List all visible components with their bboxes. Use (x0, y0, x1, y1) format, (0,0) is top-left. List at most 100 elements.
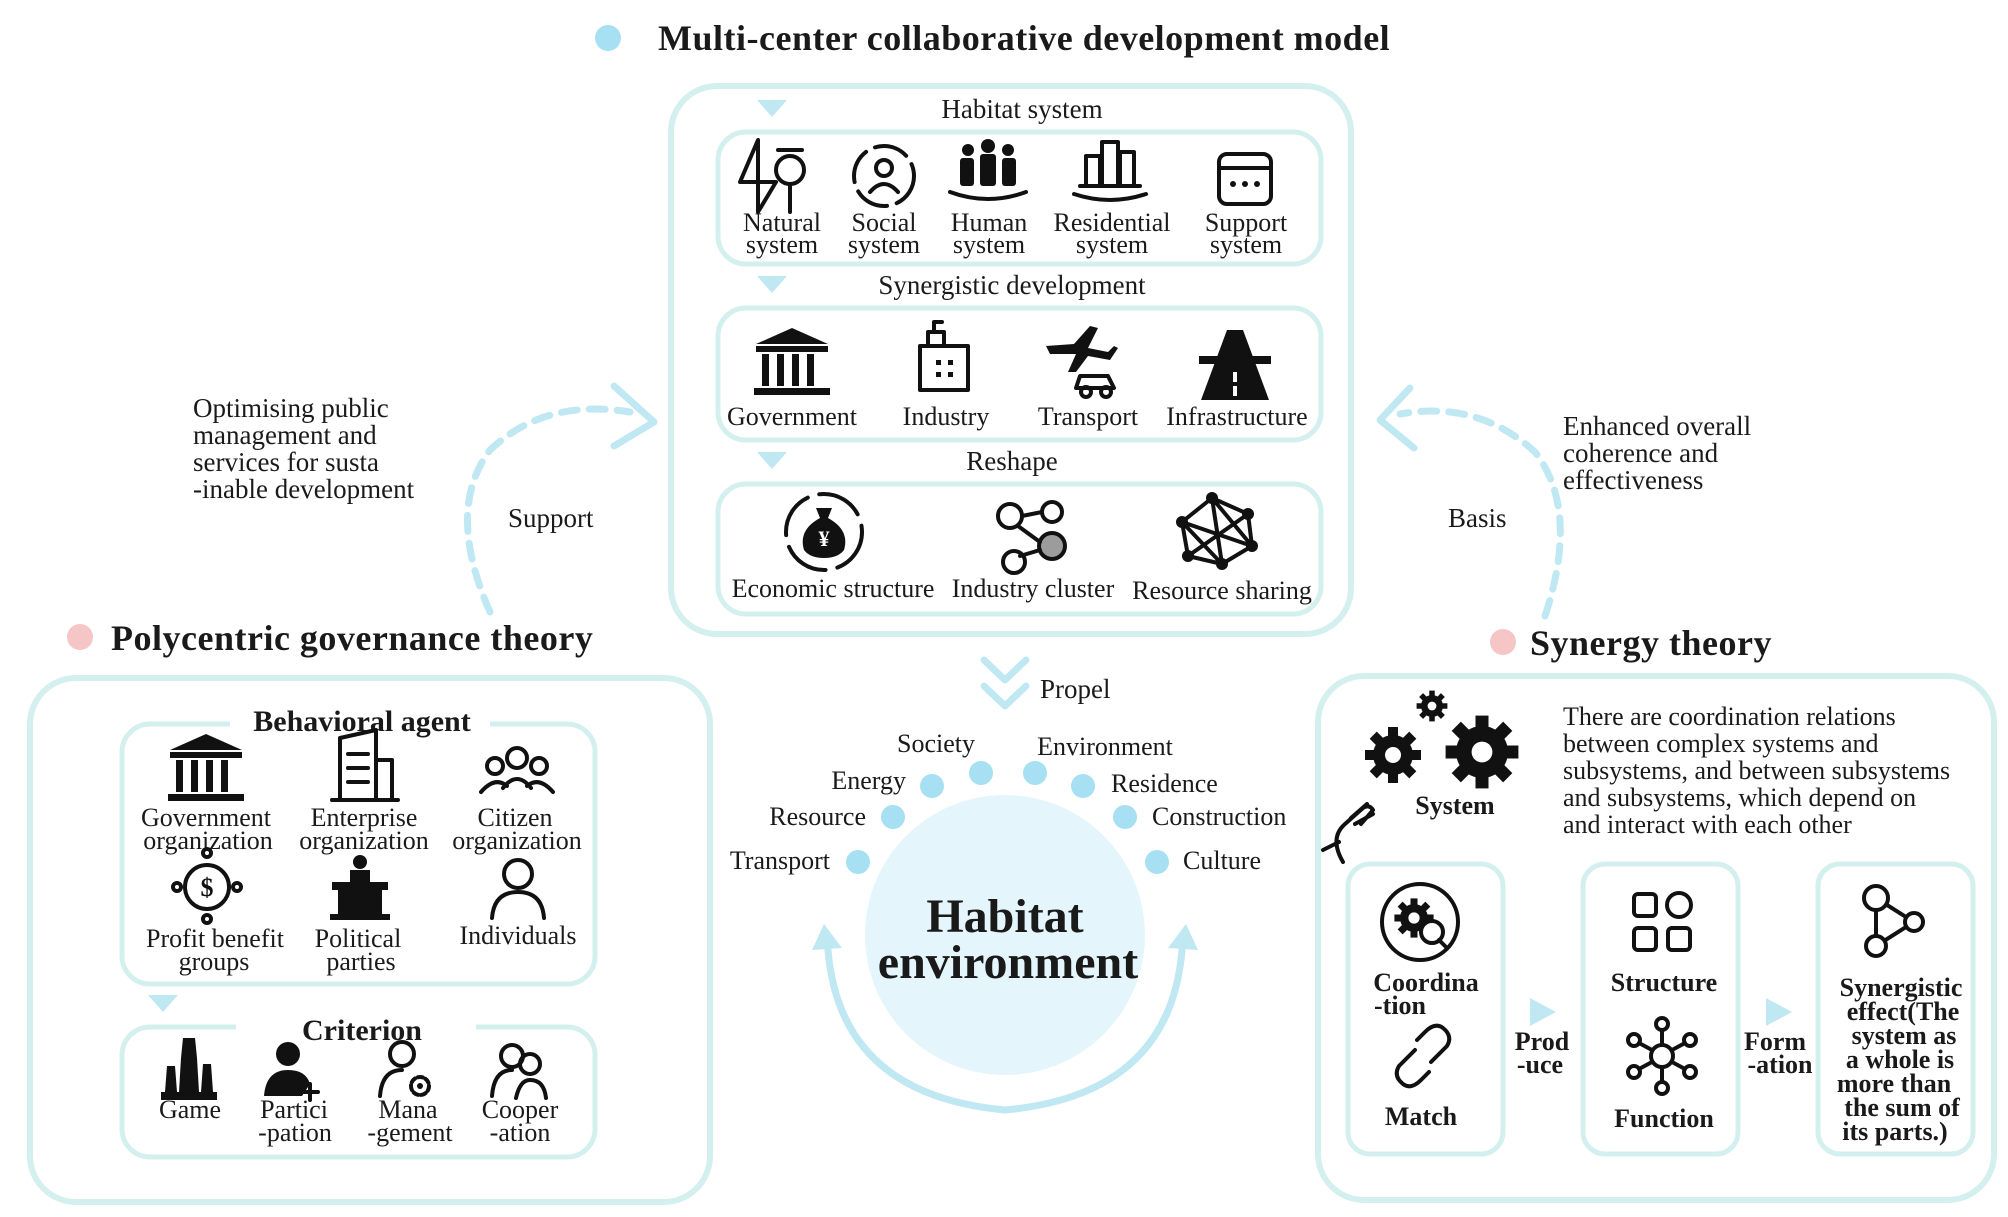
criterion-participation-label: Partici (260, 1095, 328, 1124)
agent-profit-label-2: groups (179, 947, 250, 976)
factor-resource: Resource (769, 802, 866, 831)
left-note-line-3: services for susta (193, 447, 379, 477)
down-arrow-icon (757, 100, 787, 117)
right-note-line-2: coherence and (1563, 438, 1719, 468)
dollar-circle-icon: $ (171, 847, 243, 925)
synergistic-row (715, 305, 1324, 443)
description-line-4: and subsystems, which depend on (1563, 783, 1916, 812)
basis-dashed-arrow (1376, 384, 1564, 620)
residential-system-label-2: system (1076, 230, 1148, 259)
resource-sharing-label: Resource sharing (1132, 576, 1312, 605)
social-system-label: Social (852, 208, 917, 237)
network-icon (1176, 492, 1258, 570)
effect-line-2: effect(The (1847, 997, 1960, 1026)
basis-label: Basis (1448, 503, 1507, 533)
effect-line-3: system as (1852, 1021, 1957, 1050)
podium-icon (330, 855, 390, 920)
reshape-label: Reshape (966, 446, 1057, 476)
cluster-nodes-icon (996, 500, 1067, 575)
tree-icon (738, 138, 806, 214)
industry-cluster-label: Industry cluster (952, 574, 1115, 603)
habitat-environment-line-2: environment (878, 936, 1138, 989)
diagram-title: Multi-center collaborative development m… (658, 18, 1390, 58)
support-dashed-arrow (464, 382, 658, 616)
factory-icon (918, 320, 970, 392)
right-arrow-icon (1530, 998, 1556, 1026)
link-icon (1394, 1023, 1452, 1089)
structure-label: Structure (1611, 968, 1717, 997)
polycentric-title: Polycentric governance theory (111, 618, 593, 658)
synergy-bullet-dot (1490, 629, 1516, 655)
infrastructure-label: Infrastructure (1166, 402, 1307, 431)
agent-political-label-2: parties (326, 947, 395, 976)
person-icon (490, 858, 546, 920)
left-note-line-2: management and (193, 420, 377, 450)
right-arrow-icon (1766, 998, 1792, 1026)
habitat-environment-line-1: Habitat (926, 890, 1083, 943)
habitat-cycle-arrows (812, 924, 1198, 1114)
person-gear-icon (378, 1040, 431, 1098)
gear-search-icon (1380, 882, 1460, 962)
social-system-label-2: system (848, 230, 920, 259)
criterion-participation-label-2: -pation (258, 1118, 332, 1147)
buildings-icon (1072, 140, 1148, 202)
description-line-1: There are coordination relations (1563, 702, 1896, 731)
down-arrow-icon (148, 995, 178, 1012)
down-arrow-icon (757, 276, 787, 293)
factor-society: Society (897, 729, 975, 758)
criterion-management-label: Mana (378, 1095, 438, 1124)
criterion-management-label-2: -gement (367, 1118, 453, 1147)
hand-icon (1321, 802, 1375, 864)
natural-system-label-2: system (746, 230, 818, 259)
habitat-system-row (715, 129, 1324, 267)
agent-citizen-label-2: organization (452, 826, 581, 855)
synergistic-effect-card (1815, 861, 1976, 1157)
right-note-line-1: Enhanced overall (1563, 411, 1751, 441)
agent-individuals-label: Individuals (460, 921, 577, 950)
residential-system-label: Residential (1054, 208, 1171, 237)
synergy-title: Synergy theory (1530, 623, 1772, 663)
agent-profit-label: Profit benefit (146, 924, 285, 953)
money-bag-icon: ¥ (784, 492, 864, 572)
economic-structure-label: Economic structure (732, 574, 935, 603)
center-model-box: Habitat system Natural system Social sys… (668, 83, 1354, 637)
environment-factors: Society Environment Energy Residence Res… (730, 729, 1287, 875)
factor-culture: Culture (1183, 846, 1261, 875)
human-system-label: Human (951, 208, 1028, 237)
browser-window-icon (1217, 152, 1273, 206)
human-system-label-2: system (953, 230, 1025, 259)
down-arrow-icon (757, 452, 787, 469)
effect-line-4: a whole is (1846, 1045, 1954, 1074)
plane-car-icon (1046, 326, 1118, 399)
svg-text:$: $ (201, 873, 214, 902)
industry-label: Industry (903, 402, 990, 431)
person-circle-icon (852, 144, 916, 208)
support-label: Support (508, 503, 594, 533)
description-line-5: and interact with each other (1563, 810, 1852, 839)
people-icon (948, 139, 1028, 201)
chess-icon (161, 1038, 217, 1100)
transport-label: Transport (1038, 402, 1139, 431)
factor-environment: Environment (1037, 732, 1174, 761)
factor-construction: Construction (1152, 802, 1286, 831)
hub-nodes-icon (1626, 1016, 1698, 1096)
svg-text:¥: ¥ (819, 526, 830, 551)
person-add-icon (264, 1042, 320, 1102)
right-note-line-3: effectiveness (1563, 465, 1703, 495)
government-label: Government (727, 402, 858, 431)
structure-card (1580, 861, 1741, 1157)
produce-label-2: -uce (1517, 1050, 1563, 1079)
system-label: System (1415, 791, 1495, 820)
propel-chevrons (980, 656, 1030, 710)
synergy-box: System There are coordination relations … (1315, 673, 1997, 1203)
formation-label-1: Form (1744, 1027, 1806, 1056)
criterion-cooperation-label: Cooper (482, 1095, 559, 1124)
triangle-nodes-icon (1862, 884, 1925, 958)
produce-label-1: Prod (1515, 1027, 1570, 1056)
natural-system-label: Natural (743, 208, 821, 237)
agent-citizen-label: Citizen (477, 803, 552, 832)
grid-shapes-icon (1632, 891, 1693, 952)
two-people-icon (490, 1043, 548, 1100)
description-line-2: between complex systems and (1563, 729, 1879, 758)
